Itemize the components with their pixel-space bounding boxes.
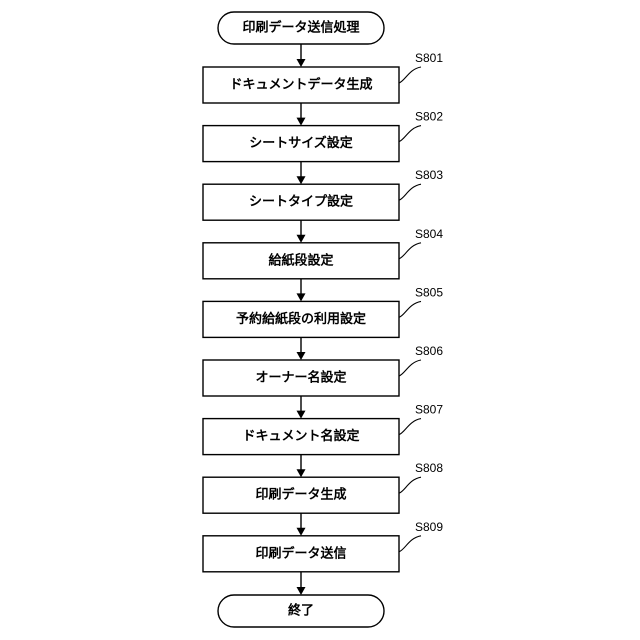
process-step: 印刷データ送信 S809 (203, 520, 443, 572)
step-number-leader (399, 243, 421, 259)
start-terminal-label: 印刷データ送信処理 (242, 20, 359, 36)
step-number: S802 (415, 110, 443, 124)
connector-arrow (297, 279, 306, 302)
step-number: S804 (415, 227, 443, 241)
connector-arrow (297, 162, 306, 185)
step-number: S803 (415, 168, 443, 182)
connector-arrow (297, 103, 306, 126)
connector-arrow (297, 513, 306, 536)
step-number: S806 (415, 344, 443, 358)
step-number-leader (399, 360, 421, 376)
process-step: 予約給紙段の利用設定 S805 (203, 285, 443, 337)
process-step-label: 印刷データ生成 (255, 487, 346, 503)
connector-arrow (297, 44, 306, 67)
process-step-label: シートタイプ設定 (249, 194, 353, 210)
step-number-leader (399, 67, 421, 83)
process-step: シートサイズ設定 S802 (203, 110, 443, 162)
step-number-leader (399, 301, 421, 317)
connector-arrow-arrowhead (297, 118, 306, 126)
process-step: ドキュメントデータ生成 S801 (203, 51, 443, 103)
end-terminal: 終了 (218, 595, 384, 627)
step-number-leader (399, 126, 421, 142)
step-number-leader (399, 184, 421, 200)
step-number: S809 (415, 520, 443, 534)
connector-arrow (297, 572, 306, 595)
start-terminal: 印刷データ送信処理 (218, 12, 384, 44)
process-step-label: 給紙段設定 (268, 252, 333, 268)
step-number-leader (399, 419, 421, 435)
connector-arrow-arrowhead (297, 59, 306, 67)
connector-arrow (297, 220, 306, 243)
process-step-label: オーナー名設定 (255, 370, 346, 386)
process-steps: ドキュメントデータ生成 S801 シートサイズ設定 S802 シートタイプ設定 S803 給… (203, 51, 443, 572)
connector-arrow (297, 337, 306, 360)
process-step-label: 印刷データ送信 (255, 545, 346, 561)
connector-arrow (297, 455, 306, 478)
process-step: ドキュメント名設定 S807 (203, 403, 443, 455)
process-step: シートタイプ設定 S803 (203, 168, 443, 220)
step-number: S807 (415, 403, 443, 417)
end-terminal-label: 終了 (288, 603, 314, 619)
step-number: S805 (415, 285, 443, 299)
connector-arrow-arrowhead (297, 469, 306, 477)
connector-arrow-arrowhead (297, 176, 306, 184)
connector-arrow-arrowhead (297, 587, 306, 595)
process-step-label: ドキュメントデータ生成 (229, 77, 372, 93)
process-step: 印刷データ生成 S808 (203, 461, 443, 513)
process-step-label: ドキュメント名設定 (242, 428, 359, 444)
connector-arrow (297, 396, 306, 419)
connector-arrow-arrowhead (297, 293, 306, 301)
connector-arrow-arrowhead (297, 411, 306, 419)
step-number-leader (399, 536, 421, 552)
step-number-leader (399, 477, 421, 493)
connector-arrow-arrowhead (297, 352, 306, 360)
process-step-label: シートサイズ設定 (249, 135, 353, 151)
step-number: S801 (415, 51, 443, 65)
connector-arrow-arrowhead (297, 528, 306, 536)
process-step-label: 予約給紙段の利用設定 (236, 311, 366, 327)
connector-arrow-arrowhead (297, 235, 306, 243)
process-step: 給紙段設定 S804 (203, 227, 443, 279)
step-number: S808 (415, 461, 443, 475)
process-step: オーナー名設定 S806 (203, 344, 443, 396)
